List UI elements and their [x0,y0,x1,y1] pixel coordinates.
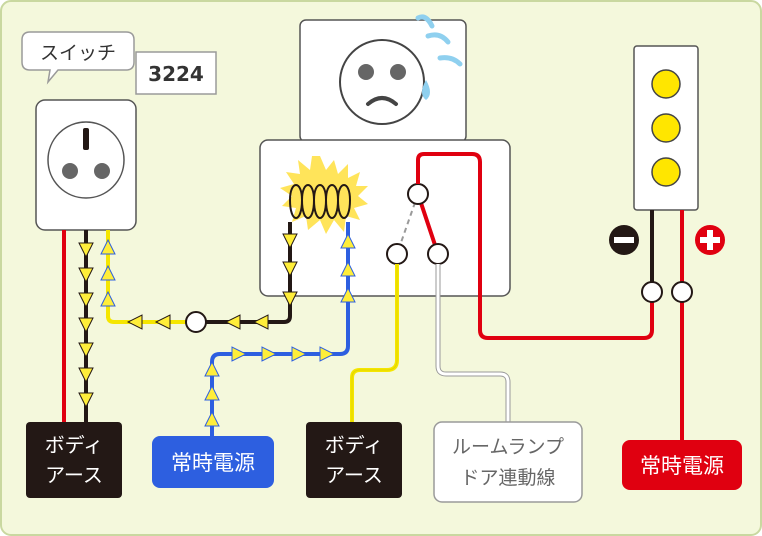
label-body-earth-mid-line2: アース [325,463,383,487]
door-white-wire [436,264,510,424]
circuit-blue-wire [210,222,350,436]
circuit-black-wire [200,222,292,324]
label-body-earth-left: ボディ アース [26,422,122,498]
label-const-power-blue-text: 常時電源 [171,451,255,475]
circuit-yellow-return [106,315,186,324]
label-body-earth-left-line2: アース [45,463,103,487]
part-number-box: 3224 [135,51,217,95]
label-body-earth-mid-line1: ボディ [325,433,384,457]
filament-bulb-icon [280,156,368,234]
label-const-power-red-text: 常時電源 [640,454,724,478]
earth-yellow-wire [350,264,399,424]
label-body-earth-left-line1: ボディ [45,433,104,457]
lamp-switch-contacts [386,183,449,265]
red-supply-wire [416,152,654,340]
switch-label: スイッチ [40,42,116,64]
arrows-circuit-blue [204,232,356,427]
label-room-lamp-line2: ドア連動線 [460,467,555,489]
part-number: 3224 [148,62,204,86]
label-const-power-red: 常時電源 [622,440,742,490]
plus-icon [695,225,725,255]
label-room-lamp-door: ルームランプ ドア連動線 [433,421,583,503]
sweat-drop-icon [415,14,463,100]
label-const-power-blue: 常時電源 [152,436,274,488]
label-room-lamp-line1: ルームランプ [452,436,564,458]
switch-callout: スイッチ [21,31,135,85]
power-lamps [651,69,681,187]
connector-plus [671,281,693,303]
arrows-switch-up [100,238,116,307]
arrows-circuit-black [126,233,298,330]
sad-face-icon [339,39,425,125]
connector-minus [641,281,663,303]
minus-icon [609,225,639,255]
outlet-icon [47,121,125,199]
arrows-switch-down [78,242,94,409]
connector-left [185,311,207,333]
label-body-earth-mid: ボディ アース [306,422,402,498]
